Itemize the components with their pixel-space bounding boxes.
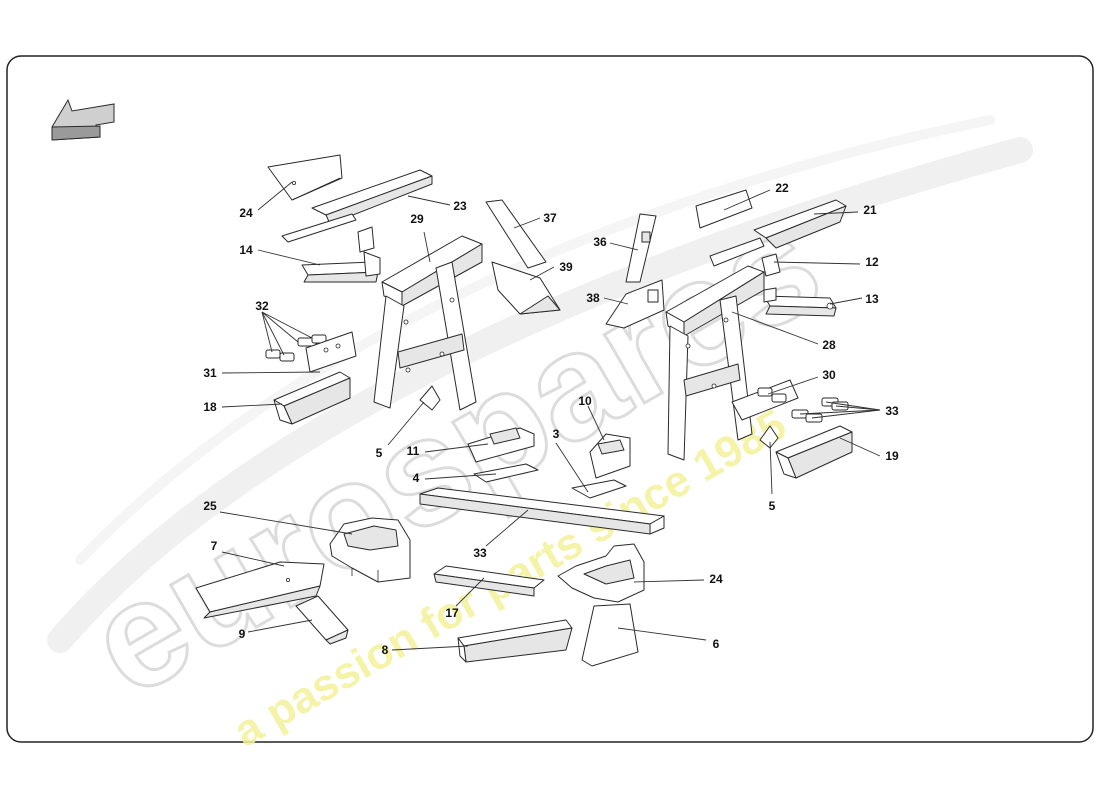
callout-labels: 24 23 14 32 31 18 5 29 37 39 36 38 22 21… [203, 181, 899, 657]
callout-30: 33 [473, 546, 487, 560]
callout-28: 28 [822, 338, 836, 352]
callout-38: 38 [586, 291, 600, 305]
callout-8: 8 [382, 643, 389, 657]
callout-19: 18 [203, 400, 217, 414]
callout-39: 39 [559, 260, 573, 274]
back-arrow-icon[interactable] [51, 98, 115, 141]
part-28 [665, 265, 765, 461]
part-12 [761, 253, 781, 277]
callout-31: 30 [822, 368, 836, 382]
callout-29: 29 [410, 212, 424, 226]
part-6 [581, 603, 639, 667]
part-38 [605, 279, 665, 329]
callout-6: 6 [713, 637, 720, 651]
callout-10: 10 [578, 394, 592, 408]
callout-23: 24 [239, 206, 253, 220]
part-4 [473, 463, 539, 483]
callout-5-left: 5 [376, 446, 383, 460]
part-29 [373, 235, 483, 411]
part-7 [195, 561, 325, 619]
part-22 [695, 189, 753, 229]
callout-12: 12 [865, 255, 879, 269]
callout-22: 22 [775, 181, 789, 195]
part-21-clip [357, 226, 375, 253]
callout-33-left: 32 [255, 299, 269, 313]
part-3 [571, 479, 627, 499]
callout-11: 11 [407, 444, 420, 458]
part-36 [625, 213, 657, 283]
callout-36: 36 [593, 235, 607, 249]
callout-5-right: 5 [769, 499, 776, 513]
part-18 [775, 425, 853, 479]
callout-24: 24 [709, 572, 723, 586]
part-21 [281, 169, 433, 243]
part-14 [301, 251, 381, 283]
part-9 [295, 595, 349, 645]
leader-lines [219, 181, 881, 651]
part-11 [467, 427, 535, 463]
part-10 [589, 433, 631, 479]
callout-14: 14 [239, 243, 253, 257]
part-20 [709, 199, 847, 267]
part-8 [457, 619, 573, 663]
callout-7: 7 [211, 539, 218, 553]
callout-17: 17 [445, 606, 459, 620]
callout-18: 19 [885, 449, 899, 463]
callout-9: 9 [239, 627, 246, 641]
part-32 [305, 331, 357, 373]
callout-21: 23 [453, 199, 467, 213]
part-33-left [265, 334, 327, 362]
part-17 [433, 565, 545, 597]
part-24 [557, 543, 645, 603]
part-19 [273, 371, 351, 425]
callout-25: 25 [203, 499, 217, 513]
callout-4: 4 [413, 471, 420, 485]
part-13 [763, 287, 837, 317]
part-5-right [759, 425, 779, 449]
part-30 [419, 487, 665, 535]
part-37 [485, 199, 547, 269]
part-5-left [419, 385, 441, 411]
callout-32: 31 [203, 366, 217, 380]
part-39 [491, 261, 561, 315]
callout-3: 3 [553, 427, 560, 441]
callout-13: 13 [865, 292, 879, 306]
callout-20: 21 [863, 203, 877, 217]
callout-33-right: 33 [885, 404, 899, 418]
callout-37: 37 [543, 211, 557, 225]
